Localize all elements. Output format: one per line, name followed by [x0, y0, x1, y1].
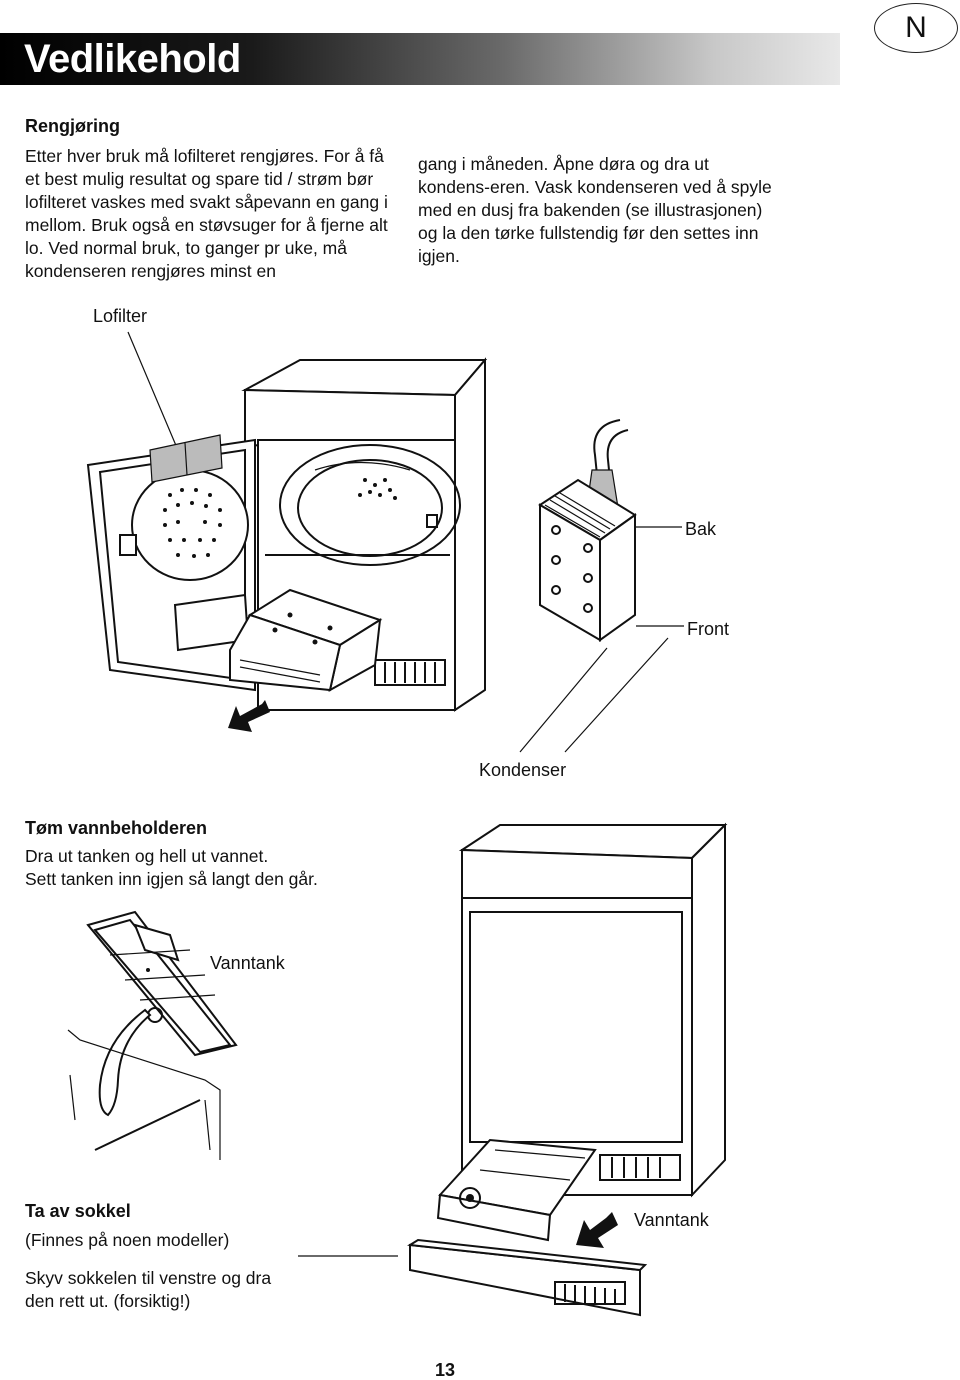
label-vanntank-left: Vanntank	[210, 953, 285, 973]
condenser-rinse-illustration	[519, 419, 684, 753]
water-tank-text-line1: Dra ut tanken og hell ut vannet.	[25, 846, 269, 866]
label-lofilter: Lofilter	[93, 306, 148, 326]
plinth-subheading: (Finnes på noen modeller)	[25, 1230, 230, 1250]
arrow-down-left-icon	[576, 1212, 618, 1248]
plinth-heading: Ta av sokkel	[25, 1201, 131, 1221]
dryer-open-door-illustration	[86, 331, 488, 732]
water-tank-heading: Tøm vannbeholderen	[25, 818, 208, 838]
label-bak: Bak	[685, 519, 717, 539]
water-tank-text: Dra ut tanken og hell ut vannet. Sett ta…	[25, 845, 425, 891]
header-bar	[0, 33, 840, 85]
cleaning-heading: Rengjøring	[25, 116, 120, 136]
language-badge: N	[874, 3, 958, 53]
label-kondenser: Kondenser	[479, 760, 567, 780]
arrow-down-left-icon	[228, 700, 270, 732]
label-front: Front	[687, 619, 730, 639]
page-title: Vedlikehold	[24, 37, 241, 81]
label-vanntank-right: Vanntank	[634, 1210, 709, 1230]
water-tank-pour-illustration	[67, 910, 238, 1160]
plinth-text: Skyv sokkelen til venstre og dra den ret…	[25, 1268, 272, 1311]
cleaning-text-col1: Etter hver bruk må lofilteret rengjøres.…	[25, 146, 388, 281]
page-number: 13	[435, 1360, 456, 1380]
water-tank-text-line2: Sett tanken inn igjen så langt den går.	[25, 869, 318, 889]
dryer-closed-illustration	[298, 822, 728, 1317]
cleaning-text-col2: gang i måneden. Åpne døra og dra ut kond…	[418, 154, 772, 266]
